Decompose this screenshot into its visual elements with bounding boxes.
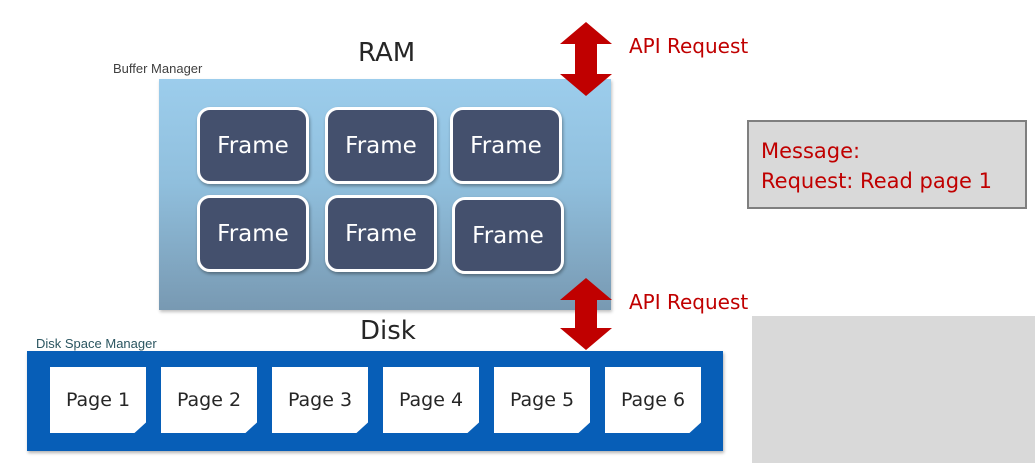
message-title: Message: [761,139,861,163]
frame-3: Frame [450,107,562,184]
page-4: Page 4 [383,367,479,433]
message-request: Request: Read page 1 [761,169,992,193]
frame-2: Frame [325,107,437,184]
page-6: Page 6 [605,367,701,433]
ram-panel: Frame Frame Frame Frame Frame Frame [159,79,611,310]
page-2: Page 2 [161,367,257,433]
frame-6: Frame [452,197,564,274]
api-request-label-top: API Request [629,34,749,58]
page-3: Page 3 [272,367,368,433]
gray-panel [752,316,1035,463]
disk-title: Disk [360,316,416,346]
message-box: Message: Request: Read page 1 [747,120,1027,209]
disk-panel: Page 1 Page 2 Page 3 Page 4 Page 5 Page … [27,351,723,451]
api-arrow-top-icon [560,22,612,96]
frame-5: Frame [325,195,437,272]
disk-space-manager-label: Disk Space Manager [36,336,157,351]
buffer-manager-label: Buffer Manager [113,61,203,76]
api-request-label-bottom: API Request [629,290,749,314]
page-5: Page 5 [494,367,590,433]
ram-title: RAM [358,38,416,68]
api-arrow-bottom-icon [560,278,612,350]
page-1: Page 1 [50,367,146,433]
frame-1: Frame [197,107,309,184]
frame-4: Frame [197,195,309,272]
